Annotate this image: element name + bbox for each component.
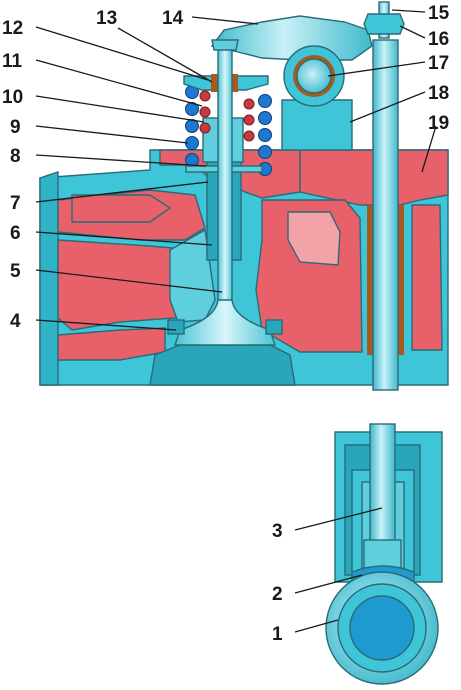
- callout-16: 16: [428, 29, 449, 50]
- spring-coil: [199, 106, 211, 118]
- water-jacket-left: [71, 194, 172, 223]
- leader-16: [399, 25, 426, 39]
- spring-coil: [199, 90, 211, 102]
- pushrod-tube-wall-right: [398, 205, 404, 355]
- leader-3: [294, 507, 383, 531]
- leader-5: [35, 269, 223, 293]
- callout-12: 12: [2, 18, 23, 39]
- valve: [167, 41, 283, 346]
- rocker-shaft: [296, 58, 332, 94]
- rocker-post: [281, 99, 353, 151]
- callout-1: 1: [272, 624, 283, 645]
- spring-coil: [243, 130, 255, 142]
- valve-keeper-right: [231, 74, 238, 92]
- leader-6: [35, 231, 213, 246]
- callout-5: 5: [10, 261, 21, 282]
- water-jacket-right: [411, 204, 443, 351]
- combustion-chamber: [149, 344, 296, 386]
- callout-labels: 1 2 3 4 5 6 7 8 9 10 11 12 13 14 15 16 1…: [2, 3, 450, 645]
- valve-keeper-left: [211, 74, 218, 92]
- head-left-wall: [39, 171, 59, 386]
- leader-8: [35, 154, 207, 167]
- pushrod-upper: [372, 39, 399, 391]
- callout-18: 18: [428, 83, 449, 104]
- spring-coil: [199, 122, 211, 134]
- rocker-arm: [210, 15, 373, 61]
- leader-17: [327, 61, 426, 77]
- leader-9: [35, 125, 189, 144]
- leader-14: [191, 16, 259, 25]
- leader-1: [294, 619, 339, 633]
- callout-8: 8: [10, 146, 21, 167]
- spring-coil: [258, 128, 272, 142]
- callout-2: 2: [272, 584, 283, 605]
- callout-10: 10: [2, 87, 23, 108]
- leader-13: [117, 27, 213, 83]
- callout-19: 19: [428, 113, 449, 134]
- callout-7: 7: [10, 193, 21, 214]
- valve-head: [174, 299, 276, 346]
- callout-6: 6: [10, 223, 21, 244]
- leader-7: [35, 181, 209, 203]
- pushrod-tube-wall-left: [367, 205, 373, 355]
- spring-coil: [243, 114, 255, 126]
- water-jacket-center-inner: [287, 211, 341, 266]
- spring-coil: [258, 94, 272, 108]
- lower-block: [325, 423, 443, 685]
- callout-4: 4: [10, 311, 21, 332]
- camshaft: [349, 595, 415, 661]
- leader-4: [35, 319, 177, 331]
- spring-coil: [258, 145, 272, 159]
- valve-seat-right: [265, 319, 283, 335]
- leader-2: [294, 574, 363, 594]
- callout-13: 13: [96, 8, 117, 29]
- valve-stem: [217, 41, 233, 311]
- callout-15: 15: [428, 3, 450, 24]
- locknut: [363, 13, 405, 35]
- cylinder-head: [39, 149, 449, 386]
- pushrod-ball-end: [363, 539, 402, 569]
- leader-10: [35, 95, 205, 123]
- leader-11: [35, 59, 203, 107]
- leader-15: [391, 9, 426, 13]
- outer-spring-left-coils: [185, 85, 199, 167]
- inner-spring-coils: [199, 90, 255, 142]
- spring-coil: [185, 102, 199, 116]
- callout-14: 14: [162, 8, 184, 29]
- spring-coil: [243, 98, 255, 110]
- leader-18: [349, 91, 426, 123]
- callout-11: 11: [2, 51, 23, 72]
- callout-9: 9: [10, 117, 21, 138]
- callout-17: 17: [428, 53, 449, 74]
- callout-3: 3: [272, 521, 283, 542]
- rocker-tip: [211, 39, 239, 51]
- spring-coil: [258, 111, 272, 125]
- pushrod-tube: [367, 205, 404, 355]
- rocker-assembly: [210, 15, 373, 151]
- leader-12: [35, 26, 209, 81]
- valve-seat-left: [167, 319, 185, 335]
- leader-19: [421, 125, 437, 173]
- leader-lines: [35, 9, 437, 633]
